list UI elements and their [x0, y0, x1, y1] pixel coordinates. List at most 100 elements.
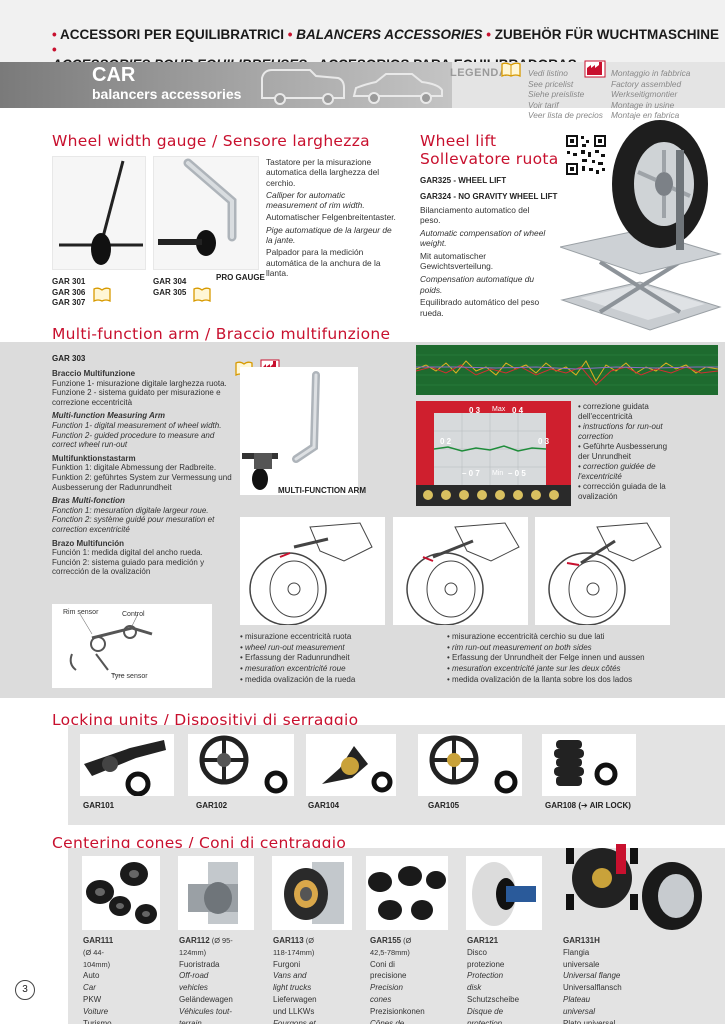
cone-image — [466, 856, 542, 930]
locking-image — [542, 734, 636, 796]
bullet-item: • medida ovalización de la rueda — [240, 674, 356, 684]
cones-title: Centering cones / Coni di centraggio — [52, 834, 347, 852]
locking-code: GAR108 (➔ AIR LOCK) — [545, 801, 631, 810]
cone-code: GAR112 (Ø 95-124mm) — [179, 935, 233, 959]
description-line: Automatischer Felgenbreitentaster. — [266, 212, 396, 223]
screen-toolbar — [416, 485, 571, 506]
screen-value: – 0 5 — [508, 469, 526, 478]
book-icon — [193, 287, 211, 303]
cone-line: Fourgons et petits camions — [273, 1018, 316, 1024]
screen-plot — [433, 413, 547, 485]
cone-line: Auto — [83, 971, 100, 981]
header-segment: BALANCERS ACCESSORIES — [296, 27, 487, 42]
wheel-lift-title-line: Sollevatore ruota — [420, 150, 559, 168]
cone-line: Cônes de précision — [370, 1018, 405, 1024]
cone-line: Vans and light trucks — [273, 971, 312, 993]
block-heading: Bras Multi-fonction — [52, 496, 125, 506]
cone-line: Coni di precisione — [370, 959, 407, 981]
gauge-image-right — [153, 156, 259, 270]
cone-code: GAR111 (Ø 44-104mm) — [83, 935, 113, 970]
balancer-screen: 0 3 Max 0 4 0 2 0 3 – 0 7 Min – 0 5 — [416, 401, 571, 506]
cone-image — [178, 856, 254, 930]
runout-diagram-tyre — [240, 517, 385, 626]
car-silhouette-icon — [261, 69, 443, 105]
header-segment: • — [486, 27, 495, 42]
description-line: Calliper for automatic measurement of ri… — [266, 189, 365, 211]
locking-code: GAR102 — [196, 801, 228, 810]
screen-min-label: Min — [492, 470, 504, 477]
bullet-item: • rim run-out measurement on both sides — [447, 642, 592, 652]
cone-range: (Ø 95-124mm) — [179, 936, 233, 957]
screen-value: 0 3 — [469, 406, 481, 415]
header-segment: ZUBEHÖR FÜR WUCHTMASCHINE — [494, 27, 719, 42]
wheel-width-description: Tastatore per la misurazione automatica … — [266, 157, 396, 280]
legend-line: Siehe preisliste — [528, 89, 585, 99]
legend-line: Montaje en fabrica — [611, 110, 680, 120]
block-line: Funktion 1: digitale Abmessung der Radbr… — [52, 463, 217, 473]
cone-code-label: GAR155 — [370, 936, 402, 945]
locking-image — [306, 734, 396, 796]
cone-range: (Ø 118-174mm) — [273, 936, 315, 957]
cone-line: Disco protezione — [467, 947, 505, 969]
header-segment: • — [287, 27, 297, 42]
rim-sensor-label: Rim sensor — [63, 609, 99, 616]
description-line: Pige automatique de la largeur de la jan… — [266, 224, 392, 246]
bullet-item: • correzione guidata dell'eccentricità — [578, 402, 649, 421]
wheel-lift-title: Wheel lift Sollevatore ruota — [420, 132, 559, 168]
screen-max-label: Max — [492, 406, 506, 413]
block-line: Función 1: medida digital del ancho rued… — [52, 548, 203, 558]
bullet-item: • mesuration excentricité roue — [240, 664, 346, 674]
cone-line: Protection disk — [467, 971, 504, 993]
header-segment: • — [52, 42, 57, 57]
gauge-image-left — [52, 156, 146, 270]
cone-range: (Ø 44-104mm) — [83, 947, 111, 969]
book-icon — [501, 62, 521, 78]
cone-code-label: GAR131H — [563, 936, 600, 945]
cone-line: Disque de protection — [467, 1006, 504, 1024]
bullet-item: • Erfassung der Radunrundheit — [240, 653, 350, 663]
locking-code: GAR101 — [83, 801, 115, 810]
description-line: Equilibrado automático del peso rueda. — [420, 297, 540, 318]
runout-bullets-left: • misurazione eccentricità ruota• wheel … — [240, 632, 440, 686]
pro-gauge-label: PRO GAUGE — [216, 273, 265, 282]
bullet-item: • Erfassung der Unrundheit der Felge inn… — [447, 653, 645, 663]
screen-value: 0 3 — [538, 437, 550, 446]
locking-code: GAR104 — [308, 801, 340, 810]
multi-arm-image-label: MULTI-FUNCTION ARM — [278, 486, 366, 495]
cone-code-label: GAR121 — [467, 936, 499, 945]
runout-diagram-rim-inner — [393, 517, 528, 626]
block-line: Function 1- digital measurement of wheel… — [52, 420, 222, 430]
product-code: GAR 304 — [153, 277, 187, 286]
factory-icon — [584, 60, 606, 78]
product-code: GAR 305 — [153, 287, 187, 297]
header-line: • ACCESSORI PER EQUILIBRATRICI • BALANCE… — [52, 27, 722, 57]
cone-line: Furgoni — [273, 959, 301, 969]
cone-image — [82, 856, 160, 930]
runout-diagram-rim-outer — [535, 517, 670, 626]
product-code: GAR 306 — [52, 287, 86, 297]
cone-line: Geländewagen — [179, 994, 233, 1004]
cone-image — [366, 856, 448, 930]
cone-line: Car — [83, 983, 96, 993]
header-segment: • — [52, 27, 60, 42]
runout-bullets-right: • misurazione eccentricità cerchio su du… — [447, 632, 717, 686]
category-title: CAR — [92, 64, 136, 86]
tyre-sensor-label: Tyre sensor — [111, 673, 148, 680]
block-line: Función 2: sistema guiado para medición … — [52, 557, 205, 577]
sensor-diagram — [52, 604, 212, 688]
wheel-lift-description: Bilanciamento automatico del peso.Automa… — [420, 205, 552, 320]
block-heading: Multifunktionstastarm — [52, 453, 136, 463]
cone-code: GAR131H — [563, 935, 622, 947]
cone-line: Universalflansch — [563, 983, 622, 993]
description-line: Automatic compensation of wheel weight. — [420, 228, 546, 249]
product-code: GAR325 - WHEEL LIFT — [420, 176, 507, 185]
wheel-lift-title-line: Wheel lift — [420, 132, 497, 150]
